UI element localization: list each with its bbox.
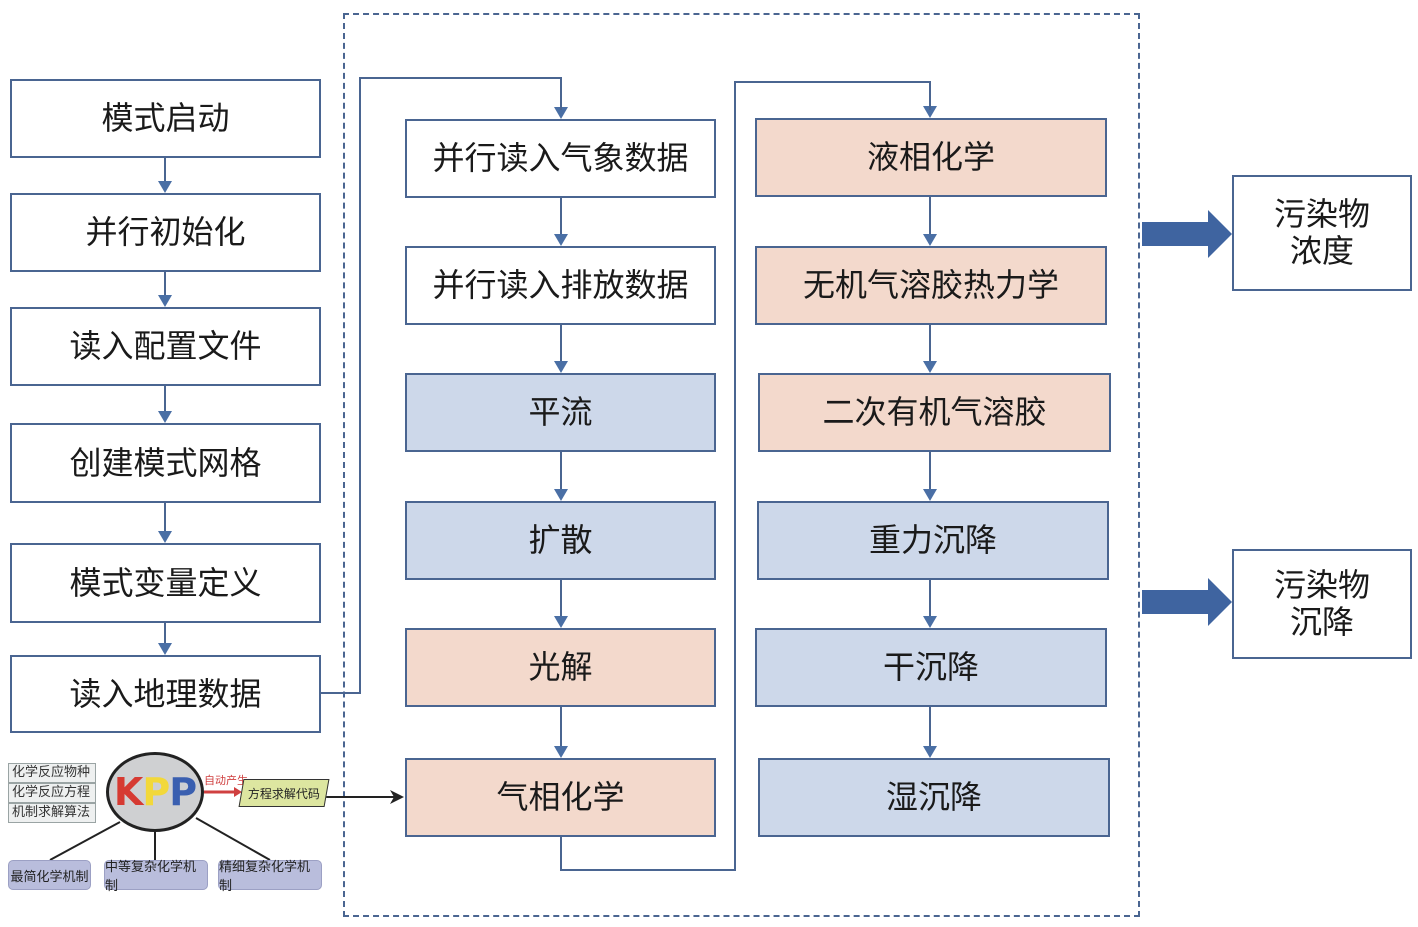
output-concentration: 污染物 浓度	[1232, 175, 1412, 291]
arrowhead	[554, 489, 568, 501]
middle-step-0: 并行读入气象数据	[405, 119, 716, 198]
arrowhead	[554, 616, 568, 628]
middle-step-5: 气相化学	[405, 758, 716, 837]
left-step-1: 并行初始化	[10, 193, 321, 272]
left-step-2: 读入配置文件	[10, 307, 321, 386]
arrowhead	[923, 746, 937, 758]
arrowhead	[554, 107, 568, 119]
left-step-4: 模式变量定义	[10, 543, 321, 623]
right-step-1: 无机气溶胶热力学	[755, 246, 1107, 325]
middle-step-2: 平流	[405, 373, 716, 452]
connector-geo-to-met	[320, 77, 562, 694]
arrowhead	[158, 411, 172, 423]
solver-code-label: 方程求解代码	[247, 786, 320, 801]
mechanism-complex: 精细复杂化学机制	[218, 860, 322, 894]
arrowhead	[923, 106, 937, 118]
arrowhead	[554, 234, 568, 246]
kpp-input-species: 化学反应物种	[8, 763, 96, 783]
left-step-0: 模式启动	[10, 79, 321, 158]
arrowhead	[158, 181, 172, 193]
arrowhead	[923, 361, 937, 373]
kpp-link-simple	[49, 821, 121, 861]
output-deposition: 污染物 沉降	[1232, 549, 1412, 659]
arrowhead-solver	[390, 790, 404, 804]
middle-step-1: 并行读入排放数据	[405, 246, 716, 325]
output-arrow-deposition	[1142, 578, 1232, 626]
middle-step-4: 光解	[405, 628, 716, 707]
middle-step-3: 扩散	[405, 501, 716, 580]
arrowhead	[554, 746, 568, 758]
arrowhead	[923, 616, 937, 628]
mechanism-medium: 中等复杂化学机制	[104, 860, 208, 894]
parallel-loop-boundary	[343, 13, 1140, 917]
right-step-4: 干沉降	[755, 628, 1107, 707]
kpp-link-complex	[195, 817, 271, 861]
kpp-letter-p1: P	[142, 770, 170, 814]
arrowhead	[158, 531, 172, 543]
kpp-input-algorithm: 机制求解算法	[8, 803, 96, 823]
arrowhead	[158, 643, 172, 655]
connector-gas-to-aqueous	[560, 81, 931, 871]
kpp-letter-k: K	[113, 770, 143, 814]
mechanism-simple: 最简化学机制	[8, 860, 91, 890]
auto-generate-label: 自动产生	[204, 774, 248, 787]
right-step-2: 二次有机气溶胶	[758, 373, 1111, 452]
arrowhead	[158, 295, 172, 307]
kpp-letter-p2: P	[169, 770, 197, 814]
left-step-5: 读入地理数据	[10, 655, 321, 733]
left-step-3: 创建模式网格	[10, 423, 321, 503]
right-step-5: 湿沉降	[758, 758, 1110, 837]
right-step-0: 液相化学	[755, 118, 1107, 197]
kpp-input-equations: 化学反应方程	[8, 783, 96, 803]
output-arrow-concentration	[1142, 210, 1232, 258]
arrowhead	[923, 489, 937, 501]
solver-code-box: 方程求解代码	[238, 779, 330, 807]
right-step-3: 重力沉降	[757, 501, 1109, 580]
arrowhead	[923, 234, 937, 246]
arrowhead	[554, 361, 568, 373]
